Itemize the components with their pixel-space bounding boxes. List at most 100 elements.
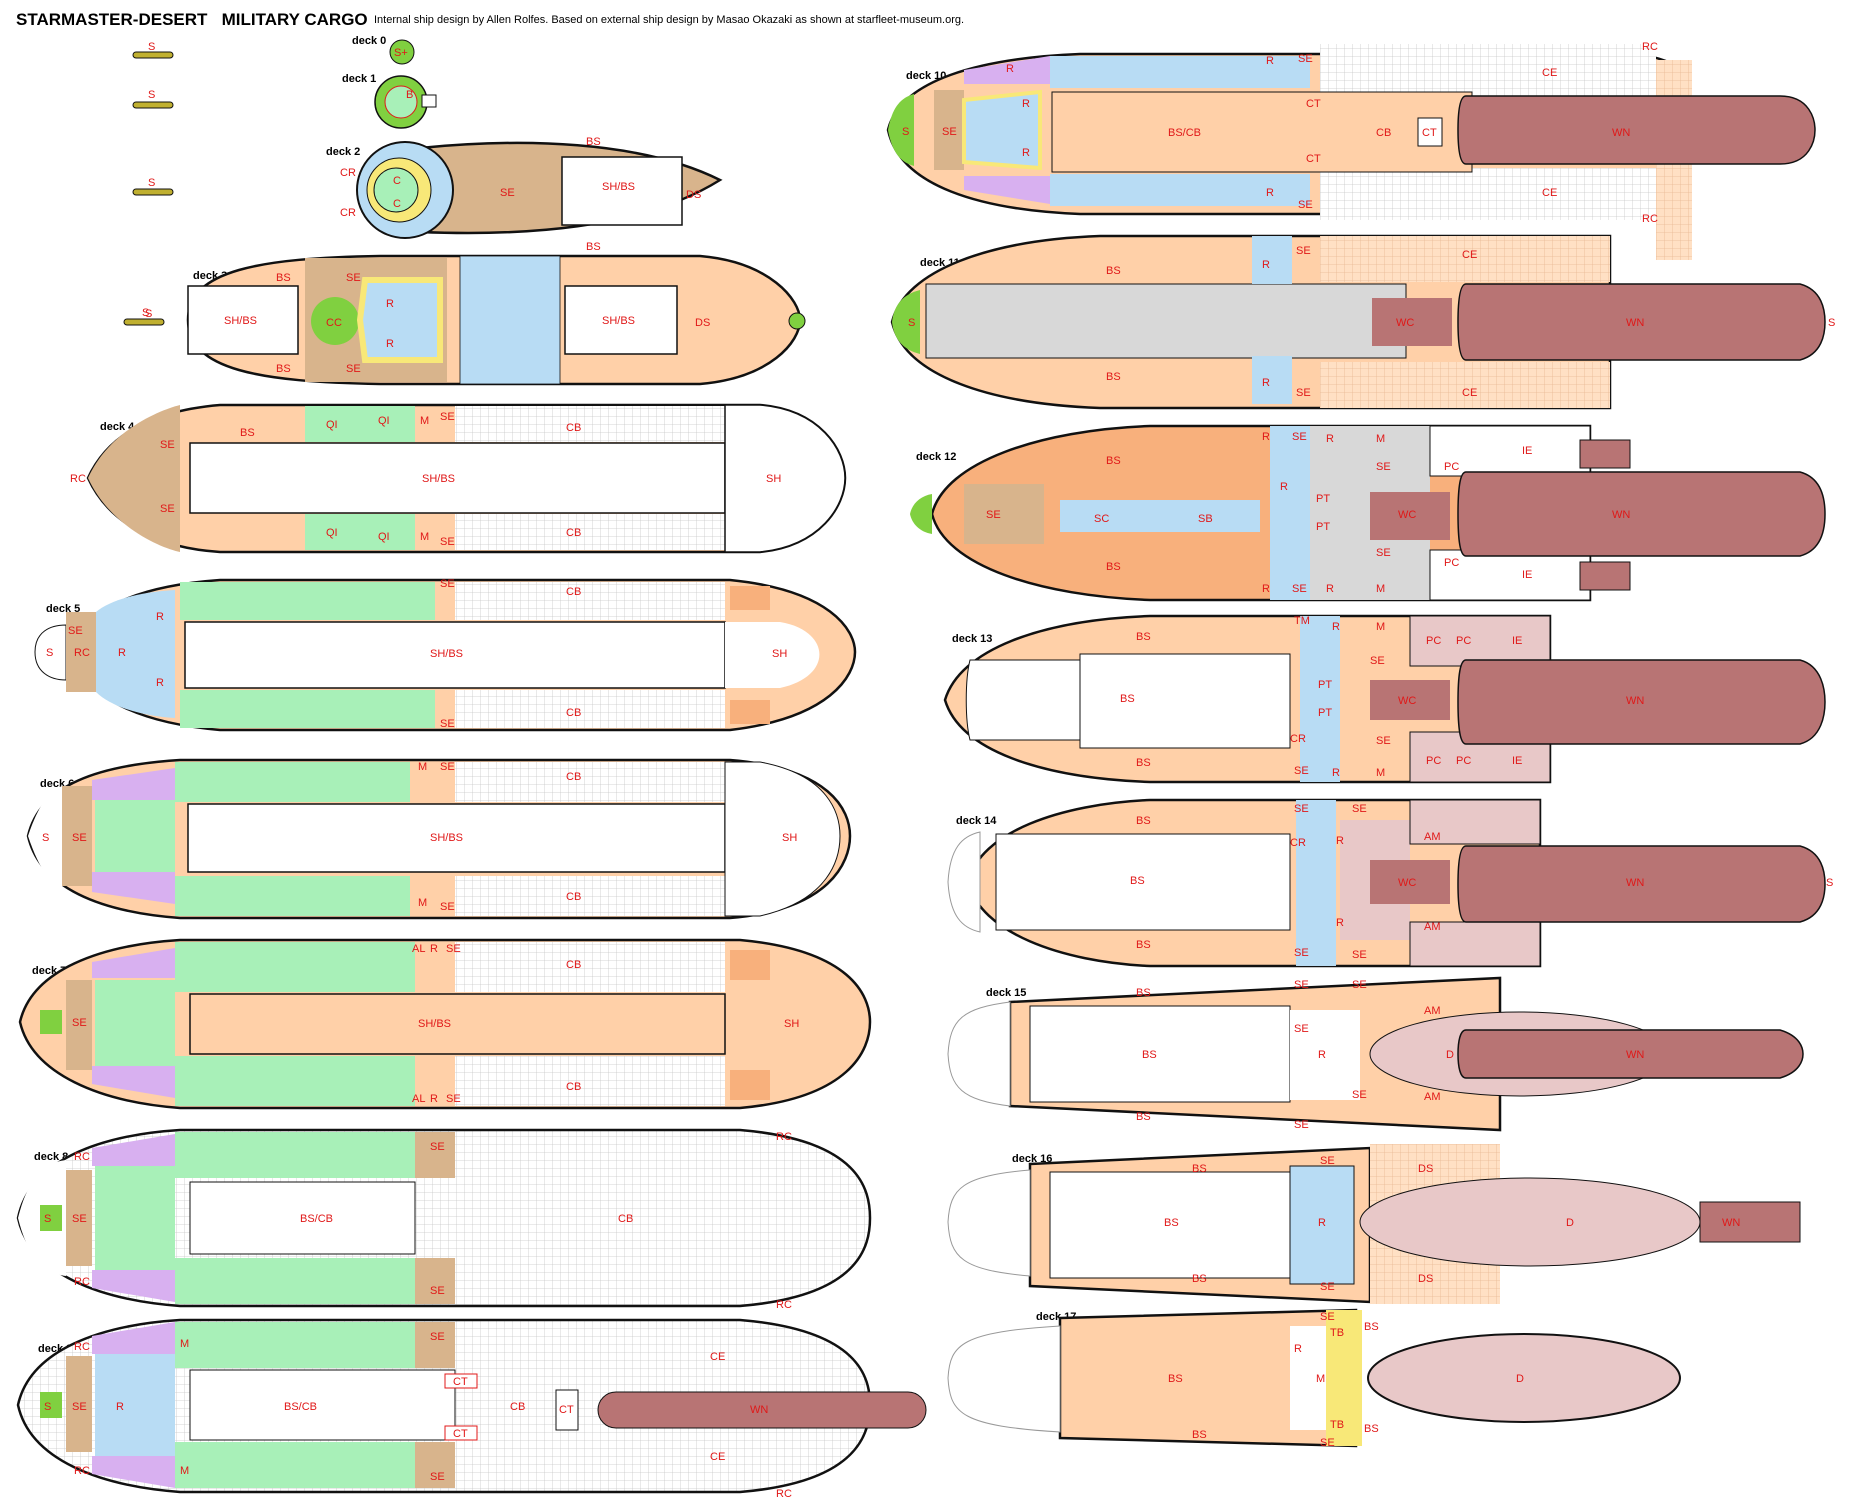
room-label: CE (1542, 187, 1557, 199)
deck-name: deck 13 (952, 633, 992, 645)
room-label: CT (1306, 98, 1321, 110)
room-label: CT (1422, 127, 1437, 139)
room-label: M (1376, 621, 1385, 633)
room-label: CB (566, 707, 581, 719)
room-label: QI (326, 419, 338, 431)
room-label: BS (1364, 1423, 1379, 1435)
room-label: CT (453, 1428, 468, 1440)
room-label: SE (440, 578, 455, 590)
room-label: SE (440, 536, 455, 548)
deck5-section: deck 5 S SE RC R R R SE CB SH/BS SH SE C… (34, 578, 857, 732)
room-label: RC (74, 647, 90, 659)
deck8-section: deck 8 RC S SE SE BS/CB CB SE RC RC RC (16, 1128, 872, 1311)
room-label: CB (566, 959, 581, 971)
deck-name: deck 15 (986, 987, 1026, 999)
room-label: WC (1396, 317, 1414, 329)
room-label: BS (1106, 455, 1121, 467)
room-label: CR (340, 167, 356, 179)
deck12-section: deck 12 BS R SE R M PC IE SE SC SB R PT … (910, 424, 1826, 602)
room-label: RC (776, 1488, 792, 1500)
room-label: R (1318, 1049, 1326, 1061)
room-label: SE (1320, 1437, 1335, 1449)
room-label: M (180, 1338, 189, 1350)
deck10-section: deck 10 S SE R R R R SE RC CE CT BS/CB C… (886, 41, 1816, 260)
room-label: SB (1198, 513, 1213, 525)
room-label: S (46, 647, 53, 659)
room-label: BS (1192, 1163, 1207, 1175)
shuttle-label: S (142, 307, 149, 319)
room-label: SE (1294, 979, 1309, 991)
room-label: DS (695, 317, 710, 329)
room-label: AL (412, 943, 425, 955)
room-label: CR (1290, 733, 1306, 745)
room-label: CB (566, 586, 581, 598)
room-label: CE (1462, 249, 1477, 261)
room-label: R (430, 943, 438, 955)
room-label: RC (74, 1465, 90, 1477)
room-label: SE (1292, 431, 1307, 443)
deck-name: deck 14 (956, 815, 997, 827)
room-label: QI (378, 531, 390, 543)
room-label: R (1332, 767, 1340, 779)
deck-name: deck 16 (1012, 1153, 1052, 1165)
room-label: SE (72, 1401, 87, 1413)
room-label: R (430, 1093, 438, 1105)
room-label: BS (1106, 371, 1121, 383)
room-label: PC (1444, 557, 1459, 569)
room-label: SE (446, 1093, 461, 1105)
room-label: QI (378, 415, 390, 427)
room-label: B (406, 89, 413, 101)
room-label: PT (1318, 679, 1332, 691)
room-label: SE (1376, 547, 1391, 559)
room-label: SE (1292, 583, 1307, 595)
room-label: BS (276, 272, 291, 284)
room-label: AL (412, 1093, 425, 1105)
room-label: CC (326, 317, 342, 329)
room-label: SE (1320, 1311, 1335, 1323)
deck7-section: deck 7 SE AL R SE CB SH/BS SH AL R SE CB (18, 938, 872, 1110)
room-label: R (156, 611, 164, 623)
room-label: SE (942, 126, 957, 138)
room-label: SE (1320, 1281, 1335, 1293)
room-label: BS (586, 241, 601, 253)
room-label: SH/BS (430, 832, 463, 844)
room-label: BS (1364, 1321, 1379, 1333)
room-label: IE (1522, 569, 1532, 581)
deck0-section: deck 0 S+ (352, 35, 415, 65)
room-label: R (1280, 481, 1288, 493)
room-label: R (1006, 63, 1014, 75)
room-label: WN (1626, 877, 1644, 889)
room-label: SE (1296, 387, 1311, 399)
room-label: AM (1424, 831, 1441, 843)
room-label: RC (1642, 213, 1658, 225)
room-label: R (1022, 147, 1030, 159)
deck11-section: deck 11 BS R SE CE S WC WN S BS R SE CE (890, 234, 1835, 410)
room-label: SE (1294, 1119, 1309, 1131)
room-label: WN (1626, 695, 1644, 707)
room-label: PT (1316, 521, 1330, 533)
room-label: SH (782, 832, 797, 844)
room-label: SE (68, 625, 83, 637)
room-label: R (1266, 187, 1274, 199)
room-label: BS (1130, 875, 1145, 887)
room-label: D (1516, 1373, 1524, 1385)
room-label: S (44, 1401, 51, 1413)
room-label: BS (1136, 939, 1151, 951)
room-label: M (418, 761, 427, 773)
room-label: SE (1320, 1155, 1335, 1167)
room-label: SE (160, 439, 175, 451)
room-label: CB (566, 1081, 581, 1093)
room-label: SE (1294, 947, 1309, 959)
deck-name: deck 2 (326, 146, 360, 158)
room-label: DS (1418, 1163, 1433, 1175)
room-label: SE (1298, 199, 1313, 211)
room-label: RC (70, 473, 86, 485)
deck17-section: deck 17 SE TB BS BS R M D BS SE TB BS (947, 1308, 1681, 1449)
room-label: BS (1106, 561, 1121, 573)
room-label: R (1332, 621, 1340, 633)
deck14-section: deck 14 BS SE SE AM R BS CR WC WN S R AM… (947, 798, 1833, 968)
shuttle-label: S (148, 41, 155, 53)
room-label: DS (1418, 1273, 1433, 1285)
design-credit: Internal ship design by Allen Rolfes. Ba… (374, 14, 965, 26)
room-label: WC (1398, 877, 1416, 889)
